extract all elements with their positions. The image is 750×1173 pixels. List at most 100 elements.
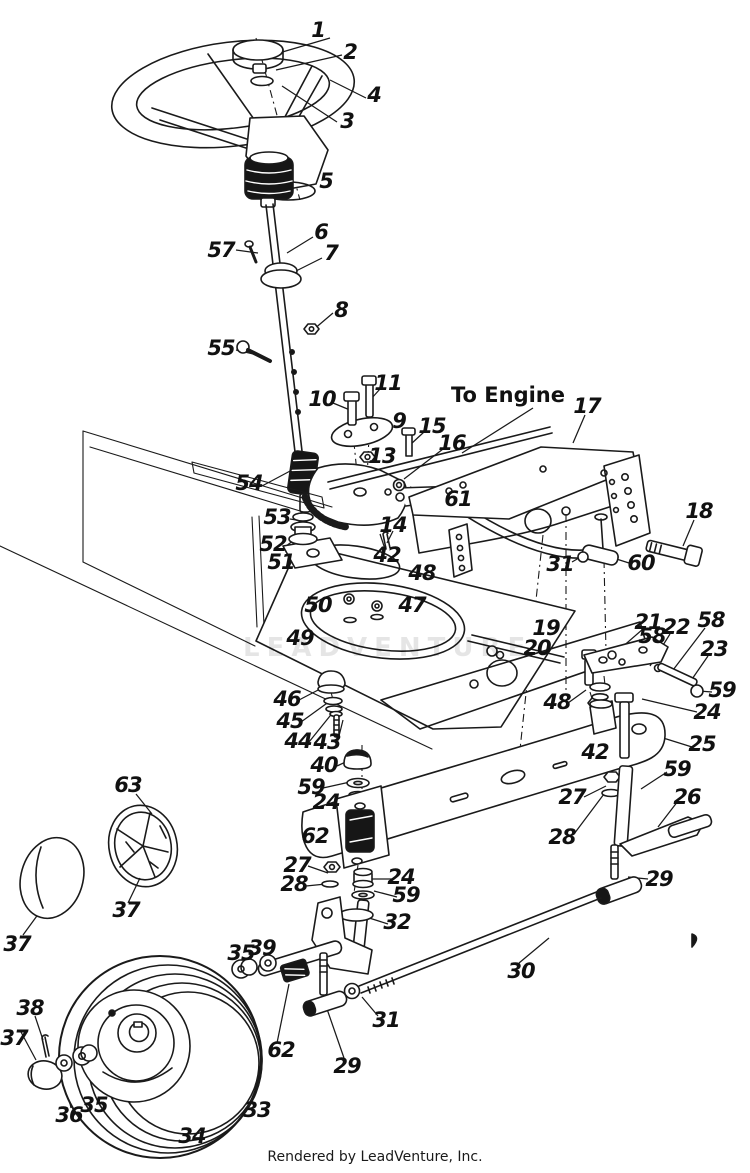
left-spindle-assembly: [231, 861, 602, 1017]
part-callout-27-47: 27: [558, 785, 586, 809]
part-callout-59-52: 59: [297, 775, 325, 799]
part-callout-19-31: 19: [532, 616, 560, 640]
part-callout-58-34: 58: [638, 624, 666, 648]
part-callout-39-68: 39: [248, 936, 276, 960]
part-callout-47-29: 47: [398, 593, 426, 617]
nut-27b: [323, 861, 341, 873]
part-callout-16-14: 16: [438, 431, 466, 455]
part-callout-33-74: 33: [243, 1098, 271, 1122]
part-callout-59-38: 59: [708, 678, 736, 702]
steering-boot: [244, 151, 294, 200]
part-callout-43-43: 43: [313, 730, 341, 754]
part-callout-20-32: 20: [523, 636, 551, 660]
bolt-11: [361, 375, 377, 418]
part-callout-62-54: 62: [301, 824, 329, 848]
part-callout-11-11: 11: [374, 371, 402, 395]
part-callout-35-72: 35: [80, 1093, 108, 1117]
part-callout-27-58: 27: [283, 853, 311, 877]
drag-link: [451, 496, 703, 567]
washer-39: [259, 954, 277, 972]
part-callout-4-2: 4: [367, 83, 382, 107]
part-callout-36-71: 36: [55, 1103, 83, 1127]
part-callout-37-70: 37: [0, 1026, 28, 1050]
right-spindle-assembly: [583, 636, 713, 948]
part-callout-5-4: 5: [319, 169, 334, 193]
part-callout-21-33: 21: [634, 610, 662, 634]
hub-cap-37: [27, 1060, 63, 1090]
part-callout-24-53: 24: [312, 790, 340, 814]
bushing-35b: [72, 1044, 98, 1066]
part-callout-52-21: 52: [259, 532, 287, 556]
part-callout-29-63: 29: [645, 867, 673, 891]
bolt-10: [343, 391, 360, 426]
part-callout-10-10: 10: [308, 387, 336, 411]
ball-joint-60: [581, 544, 619, 566]
part-callout-63-55: 63: [114, 773, 142, 797]
part-callout-48-44: 48: [543, 690, 571, 714]
rendered-by-footer: Rendered by LeadVenture, Inc.: [267, 1149, 483, 1165]
part-callout-30-64: 30: [507, 959, 535, 983]
bushing-52: [288, 521, 318, 546]
part-callout-55-9: 55: [207, 336, 235, 360]
part-callout-49-30: 49: [286, 626, 314, 650]
part-callout-54-19: 54: [235, 471, 263, 495]
nut-31: [577, 551, 589, 563]
part-callout-3-3: 3: [340, 109, 355, 133]
part-callout-48-25: 48: [408, 561, 436, 585]
part-callout-38-69: 38: [16, 996, 44, 1020]
part-callout-24-60: 24: [387, 865, 415, 889]
part-callout-22-35: 22: [662, 615, 690, 639]
part-callout-6-6: 6: [314, 220, 329, 244]
part-callout-2-1: 2: [343, 40, 358, 64]
clip-20: [486, 645, 505, 660]
part-callout-37-57: 37: [3, 932, 31, 956]
wheel-cover-63: [107, 804, 179, 888]
part-callout-57-5: 57: [207, 238, 235, 262]
part-callout-62-75: 62: [267, 1038, 295, 1062]
part-callout-15-13: 15: [418, 414, 446, 438]
part-callout-18-18: 18: [685, 499, 713, 523]
part-callout-34-73: 34: [178, 1124, 206, 1148]
part-callout-9-12: 9: [392, 409, 407, 433]
part-callout-44-42: 44: [284, 729, 312, 753]
part-callout-24-39: 24: [693, 700, 721, 724]
part-callout-29-66: 29: [333, 1054, 361, 1078]
part-callout-42-24: 42: [373, 543, 401, 567]
part-callout-31-26: 31: [546, 552, 574, 576]
body-panels: [0, 430, 433, 750]
washer-53: [292, 512, 314, 522]
part-callout-8-8: 8: [334, 298, 349, 322]
part-callout-45-41: 45: [276, 709, 304, 733]
steering-shaft: [236, 197, 320, 513]
part-callout-40-51: 40: [310, 753, 338, 777]
leadventure-watermark: LEADVENTURE: [243, 633, 533, 663]
nut-31b: [343, 982, 361, 1000]
carriage-bolts-47-48-50: [343, 593, 384, 624]
part-callout-59-61: 59: [392, 883, 420, 907]
part-callout-28-59: 28: [280, 872, 308, 896]
part-callout-58-36: 58: [697, 608, 725, 632]
part-callout-42-45: 42: [581, 740, 609, 764]
cotter-pin-14: [382, 531, 391, 550]
part-callout-50-28: 50: [304, 593, 332, 617]
washer-36: [55, 1054, 73, 1072]
part-callout-23-37: 23: [700, 637, 728, 661]
part-callout-17-15: 17: [573, 394, 601, 418]
part-callout-53-20: 53: [263, 505, 291, 529]
part-callout-35-67: 35: [227, 941, 255, 965]
part-callout-13-16: 13: [368, 444, 396, 468]
part-callout-59-49: 59: [663, 757, 691, 781]
bushing-35: [231, 958, 258, 979]
nut-8: [303, 323, 320, 335]
steering-wheel: [110, 39, 356, 201]
part-callout-51-22: 51: [267, 550, 295, 574]
nut-13: [359, 451, 376, 463]
fastener-stack-46-43: [317, 670, 346, 738]
part-callout-28-48: 28: [548, 825, 576, 849]
hub-small-parts: [27, 1034, 98, 1090]
bolt-18: [645, 539, 703, 567]
part-callout-46-40: 46: [273, 687, 301, 711]
part-callout-37-56: 37: [112, 898, 140, 922]
part-callout-32-62: 32: [383, 910, 411, 934]
